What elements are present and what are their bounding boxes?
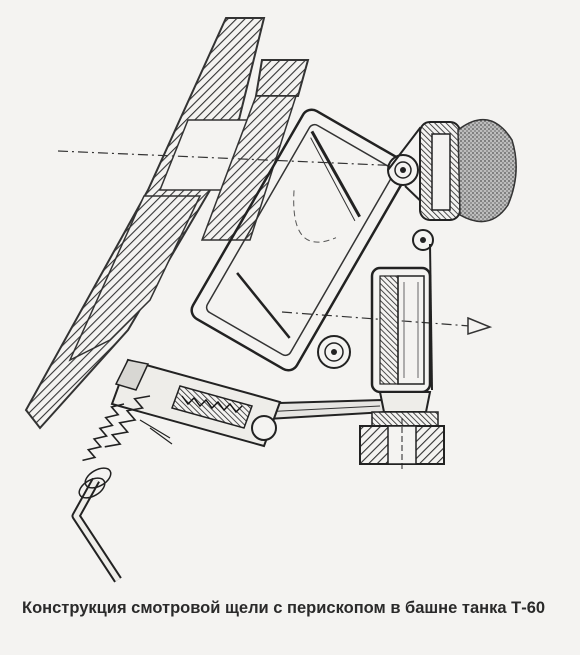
coil-spring — [82, 395, 173, 462]
sight-line — [57, 150, 493, 336]
spring-bolt-assembly — [110, 358, 282, 448]
brow-pad — [419, 118, 517, 223]
figure-caption: Конструкция смотровой щели с перископом … — [22, 599, 546, 617]
handle-rod — [71, 467, 122, 583]
protective-glass-block — [370, 243, 433, 394]
vision-slit-periscope-drawing — [24, 17, 517, 583]
turret-armor-wall — [24, 17, 310, 430]
periscope-base — [359, 391, 445, 470]
periscope-body — [190, 108, 410, 372]
lower-roller — [412, 229, 434, 251]
pivot-circle — [317, 335, 351, 369]
